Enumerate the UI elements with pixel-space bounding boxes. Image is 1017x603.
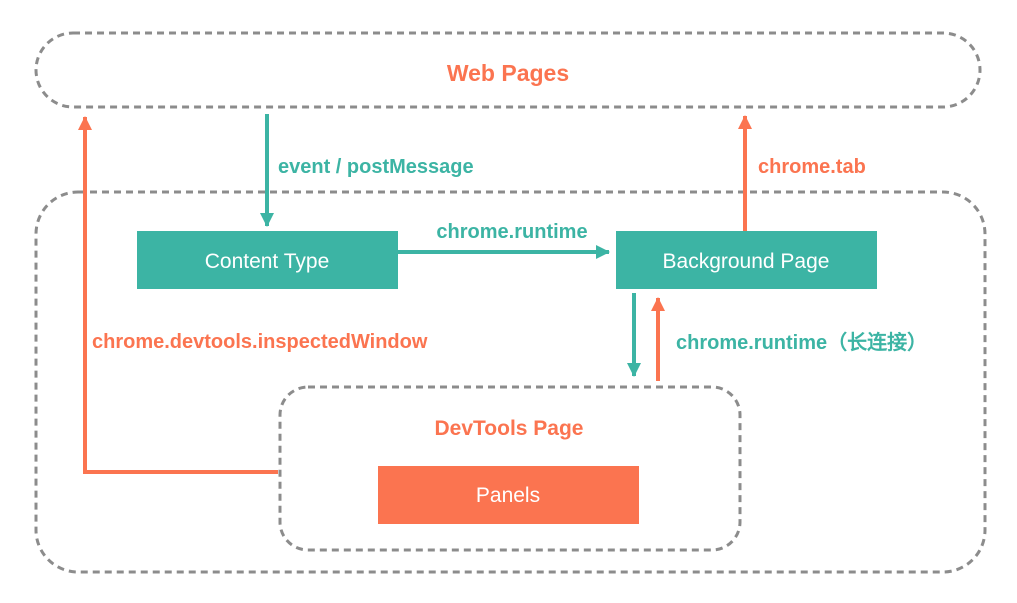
web-pages-container (34, 31, 982, 109)
web-pages-label: Web Pages (447, 60, 569, 86)
background-page-label: Background Page (663, 250, 830, 273)
chrome-runtime-long-label: chrome.runtime（长连接） (676, 330, 927, 354)
chrome-runtime-label: chrome.runtime (436, 221, 587, 243)
extension-container (34, 190, 987, 574)
background-page-box (616, 231, 877, 289)
event-postmessage-label: event / postMessage (278, 156, 474, 178)
devtools-page-label: DevTools Page (435, 417, 584, 440)
arrow-chrome-devtools-inspectedwindow (78, 116, 278, 474)
chrome-tab-label: chrome.tab (758, 156, 866, 178)
panels-box (378, 466, 639, 524)
panels-label: Panels (476, 484, 540, 507)
content-type-box (137, 231, 398, 289)
content-type-label: Content Type (205, 250, 330, 273)
chrome-devtools-inspectedwindow-label: chrome.devtools.inspectedWindow (92, 331, 428, 353)
